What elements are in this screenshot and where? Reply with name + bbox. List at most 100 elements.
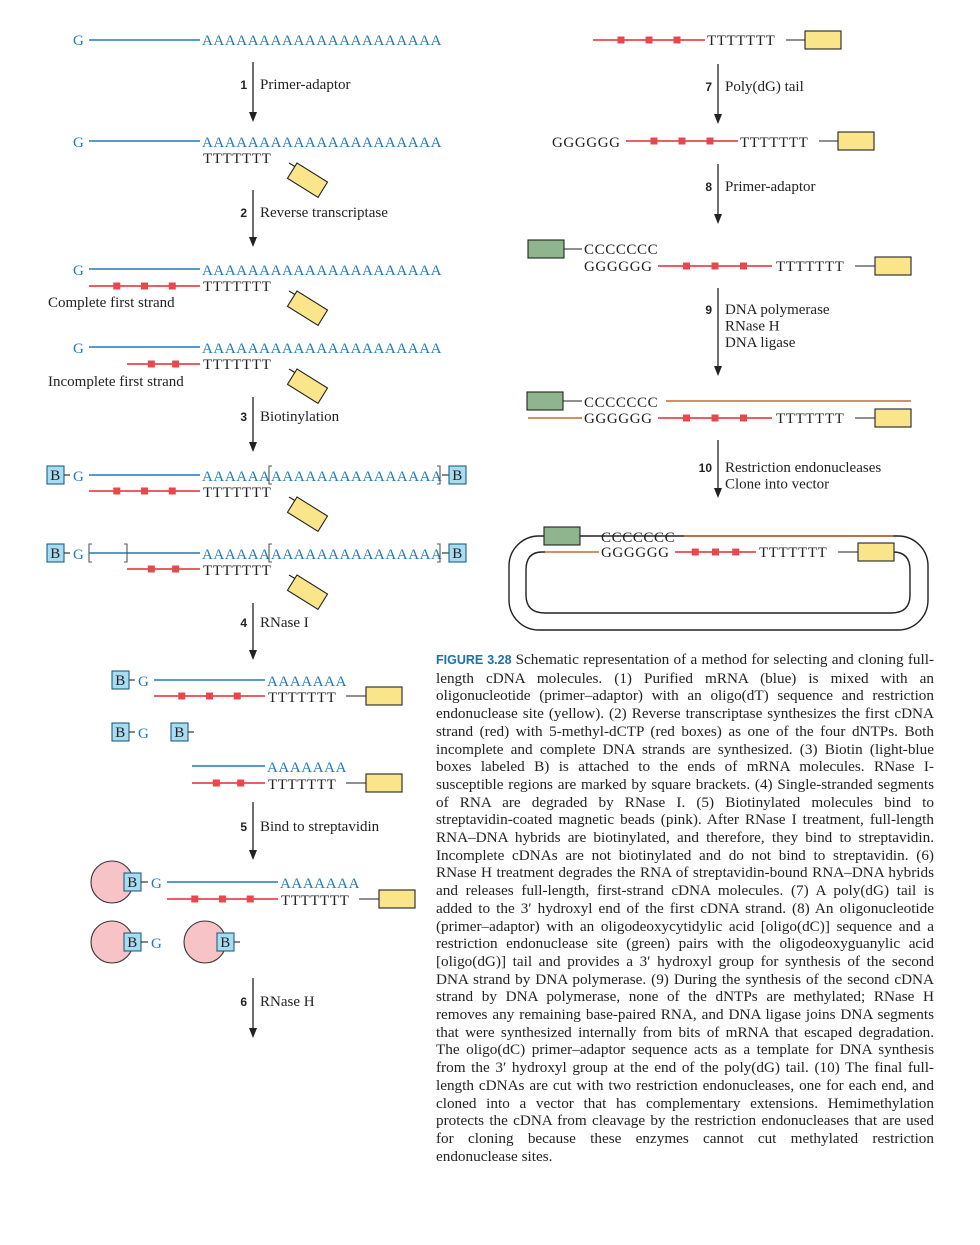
biotin-label: B bbox=[220, 935, 231, 951]
step-label: RNase H bbox=[260, 994, 315, 1010]
biotin-label: B bbox=[115, 725, 126, 741]
step-arrow-head bbox=[249, 112, 257, 122]
oligo-dc: CCCCCCC bbox=[584, 242, 658, 258]
cloning-vector-inner bbox=[525, 551, 911, 614]
mrna-5prime-g: G bbox=[73, 547, 84, 563]
primer-adaptor-site bbox=[874, 408, 912, 428]
methyl-dc-marker bbox=[113, 282, 121, 290]
step-label: Restriction endonucleases bbox=[725, 460, 881, 476]
methyl-dc-marker bbox=[219, 895, 226, 903]
step-arrow-head bbox=[249, 650, 257, 660]
complete-first-strand-label: Complete first strand bbox=[48, 295, 175, 311]
step-label: Primer-adaptor bbox=[725, 179, 816, 195]
primer-adaptor-site bbox=[286, 290, 329, 327]
mrna-5prime-g: G bbox=[73, 469, 84, 485]
mrna-5prime-g: G bbox=[73, 263, 84, 279]
mrna-5prime-g: G bbox=[73, 135, 84, 151]
poly-a-tail: AAAAAAA bbox=[267, 674, 347, 690]
methyl-dc-marker bbox=[678, 137, 686, 145]
step-arrow-head bbox=[249, 237, 257, 247]
oligo-dt: TTTTTTT bbox=[707, 33, 775, 49]
step-number: 2 bbox=[240, 206, 247, 220]
poly-a-tail: AAAAAA bbox=[202, 547, 271, 563]
rnase-i-bracket bbox=[268, 543, 272, 563]
methyl-dc-marker bbox=[740, 414, 747, 422]
step-label: Clone into vector bbox=[725, 477, 829, 493]
step-label: RNase H bbox=[725, 319, 780, 335]
step-arrow-head bbox=[249, 1028, 257, 1038]
oligo-dt: TTTTTTT bbox=[776, 411, 844, 427]
caption-text: Schematic representation of a method for… bbox=[436, 651, 935, 1165]
step-label: DNA ligase bbox=[725, 335, 796, 351]
step-label: Primer-adaptor bbox=[260, 77, 351, 93]
figure-label: FIGURE 3.28 bbox=[436, 653, 512, 667]
step-number: 4 bbox=[240, 616, 247, 630]
poly-a-tail: AAAAAAA bbox=[267, 760, 347, 776]
poly-dg-tail: GGGGGG bbox=[601, 545, 670, 561]
methyl-dc-marker bbox=[673, 36, 681, 44]
primer-adaptor-site bbox=[874, 256, 912, 276]
oligo-dt: TTTTTTT bbox=[203, 357, 271, 373]
rnase-i-bracket bbox=[268, 465, 272, 485]
methyl-dc-marker bbox=[141, 282, 148, 290]
biotin-label: B bbox=[115, 673, 126, 689]
step-number: 6 bbox=[240, 995, 247, 1009]
biotin-label: B bbox=[452, 546, 463, 562]
methyl-dc-marker bbox=[113, 487, 121, 495]
step-arrow-head bbox=[249, 850, 257, 860]
biotin-label: B bbox=[50, 546, 61, 562]
oligo-dt: TTTTTTT bbox=[740, 135, 808, 151]
step-number: 3 bbox=[240, 410, 247, 424]
mrna-5prime-g: G bbox=[73, 341, 84, 357]
methyl-dc-marker bbox=[141, 487, 148, 495]
methyl-dc-marker bbox=[178, 692, 186, 700]
oligo-dc: CCCCCCC bbox=[601, 530, 675, 546]
methyl-dc-marker bbox=[711, 262, 719, 270]
methyl-dc-marker bbox=[206, 692, 213, 700]
mrna-5prime-g: G bbox=[138, 674, 149, 690]
methyl-dc-marker bbox=[691, 548, 699, 556]
primer-adaptor-site bbox=[286, 162, 329, 199]
restriction-site-adaptor bbox=[527, 239, 565, 259]
oligo-dt: TTTTTTT bbox=[203, 151, 271, 167]
biotin-box bbox=[448, 543, 467, 563]
step-arrow-head bbox=[714, 114, 722, 124]
step-arrow-head bbox=[249, 442, 257, 452]
primer-adaptor-site bbox=[857, 542, 895, 562]
oligo-dt: TTTTTTT bbox=[759, 545, 827, 561]
biotin-label: B bbox=[174, 725, 185, 741]
methyl-dc-marker bbox=[147, 360, 155, 368]
step-number: 10 bbox=[699, 461, 713, 475]
step-arrow-head bbox=[714, 366, 722, 376]
rnase-i-bracket bbox=[124, 543, 128, 563]
poly-a-tail: AAAAAAAAAAAAAAA bbox=[271, 547, 443, 563]
restriction-site-adaptor bbox=[543, 526, 581, 546]
step-number: 9 bbox=[705, 303, 712, 317]
methyl-dc-marker bbox=[233, 692, 241, 700]
oligo-dt: TTTTTTT bbox=[203, 279, 271, 295]
methyl-dc-marker bbox=[650, 137, 658, 145]
biotin-label: B bbox=[452, 468, 463, 484]
step-arrow-head bbox=[714, 488, 722, 498]
poly-a-tail: AAAAAAAAAAAAAAAAAAAAA bbox=[202, 135, 442, 151]
step-label: Biotinylation bbox=[260, 409, 340, 425]
mrna-5prime-g: G bbox=[151, 936, 162, 952]
step-label: Poly(dG) tail bbox=[725, 79, 804, 95]
primer-adaptor-site bbox=[837, 131, 875, 151]
methyl-dc-marker bbox=[172, 360, 180, 368]
methyl-dc-marker bbox=[740, 262, 747, 270]
primer-adaptor-site bbox=[365, 686, 403, 706]
oligo-dt: TTTTTTT bbox=[203, 563, 271, 579]
step-label: RNase I bbox=[260, 615, 309, 631]
poly-a-tail: AAAAAAAAAAAAAAA bbox=[271, 469, 443, 485]
methyl-dc-marker bbox=[172, 565, 180, 573]
primer-adaptor-site bbox=[286, 496, 329, 533]
step-label: Bind to streptavidin bbox=[260, 819, 380, 835]
poly-a-tail: AAAAAA bbox=[202, 469, 271, 485]
methyl-dc-marker bbox=[237, 779, 245, 787]
step-arrow-head bbox=[714, 214, 722, 224]
primer-adaptor-site bbox=[286, 574, 329, 611]
methyl-dc-marker bbox=[706, 137, 714, 145]
